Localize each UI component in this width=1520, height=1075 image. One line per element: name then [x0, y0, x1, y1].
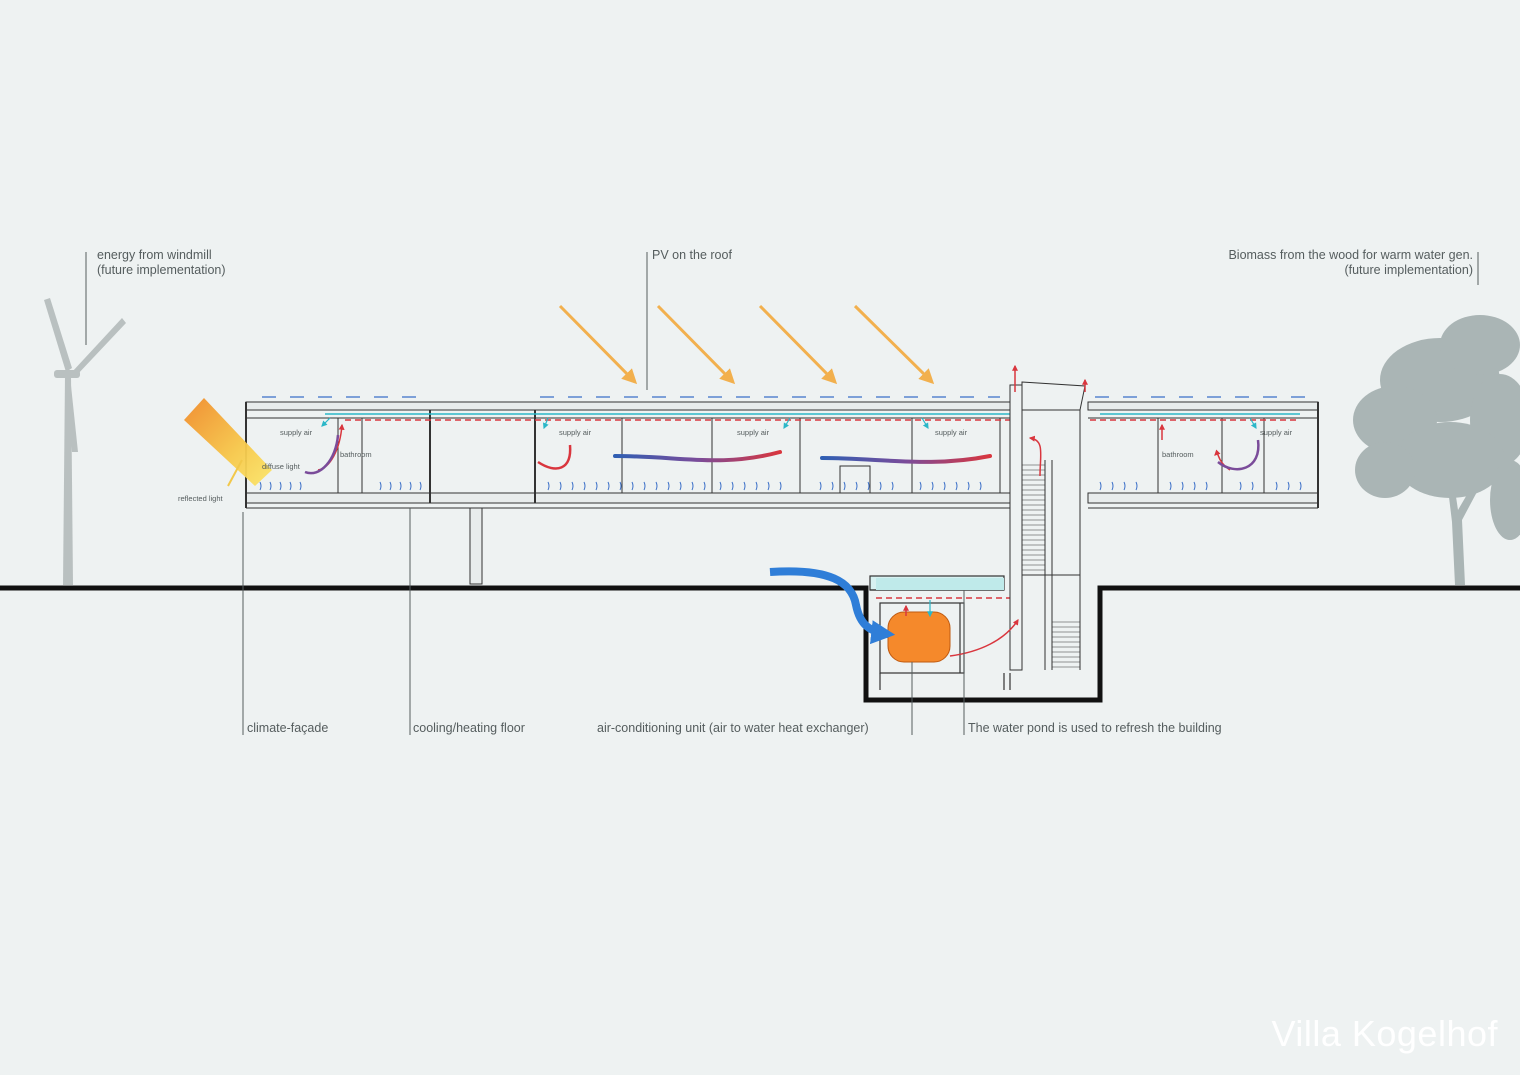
sun-arrows — [558, 304, 935, 385]
tree-icon — [1353, 315, 1520, 585]
stair-treads — [1022, 464, 1080, 668]
climate-facade-label: climate-façade — [247, 721, 329, 735]
biomass-label-line2: (future implementation) — [1344, 263, 1473, 277]
windmill-label-line2: (future implementation) — [97, 263, 226, 277]
leader-lines — [85, 252, 1479, 735]
ground-line — [0, 585, 1520, 703]
pond-water — [876, 578, 1004, 590]
supply-air-arrows — [321, 417, 1257, 618]
stair-tower — [1009, 381, 1086, 671]
biomass-label: Biomass from the wood for warm water gen… — [1228, 248, 1473, 278]
supply-air-label: supply air — [1260, 428, 1293, 437]
windmill-label-line1: energy from windmill — [97, 248, 212, 262]
bathroom-label: bathroom — [1162, 450, 1194, 459]
fresh-air-arrow — [769, 567, 896, 645]
return-air-curls — [304, 434, 1260, 475]
windmill-icon — [44, 298, 126, 585]
floor-heating — [259, 481, 1302, 491]
heat-exchanger-icon — [887, 611, 951, 663]
supply-air-label: supply air — [935, 428, 968, 437]
page-title: Villa Kogelhof — [1271, 1013, 1498, 1054]
diffuse-light-label: diffuse light — [262, 462, 300, 471]
supply-air-label: supply air — [737, 428, 770, 437]
pond-label: The water pond is used to refresh the bu… — [968, 721, 1222, 735]
sunlight-beam — [184, 398, 272, 487]
building-section — [245, 401, 1319, 585]
ac-unit-label: air-conditioning unit (air to water heat… — [597, 721, 869, 735]
pv-label: PV on the roof — [652, 248, 732, 262]
bathroom-label: bathroom — [340, 450, 372, 459]
supply-air-label: supply air — [559, 428, 592, 437]
biomass-label-line1: Biomass from the wood for warm water gen… — [1228, 248, 1473, 262]
supply-air-label: supply air — [280, 428, 313, 437]
reflected-light-label: reflected light — [178, 494, 223, 503]
air-flow-arrows — [613, 450, 992, 464]
windmill-label: energy from windmill (future implementat… — [97, 248, 226, 278]
floor-label: cooling/heating floor — [413, 721, 525, 735]
